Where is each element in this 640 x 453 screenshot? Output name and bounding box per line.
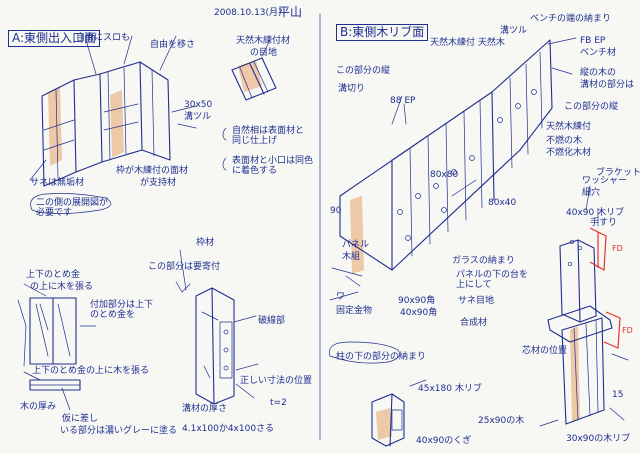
entrance-partition-sketch xyxy=(29,35,197,214)
note-a22: 破線部 xyxy=(258,316,286,326)
note-b14: 不燃化木材 xyxy=(546,148,592,158)
note-b37: 40x90のくぎ xyxy=(416,436,472,446)
note-b8: この部分の縦 xyxy=(564,102,619,112)
note-b35: 25x90の木 xyxy=(478,416,525,426)
note-a6: 溝ツル xyxy=(184,112,212,122)
post-base-sketch xyxy=(371,379,427,447)
note-a23: 正しい寸法の位置 xyxy=(240,376,313,386)
note-b30: ワッシャー xyxy=(582,176,628,186)
sketch-date: 2008.10.13(月) xyxy=(214,8,282,18)
note-b16: 80x80 xyxy=(430,170,459,180)
note-b29: 45x180 木リブ xyxy=(418,384,482,394)
note-b23: ワ xyxy=(336,292,346,302)
note-a5: 30x50 xyxy=(184,100,213,110)
note-b26: 40x90角 xyxy=(400,308,438,318)
sketch-author: 平山 xyxy=(278,5,303,19)
note-b11: 溝材の部分は xyxy=(580,80,635,90)
note-b15: ガラスの納まり xyxy=(452,256,515,266)
note-a4: の目地 xyxy=(250,48,278,58)
note-b3: 溝ツル xyxy=(500,26,528,36)
note-a17: 木の厚み xyxy=(20,402,57,412)
note-b18: 90 xyxy=(330,206,342,216)
note-b24: 固定金物 xyxy=(336,306,373,316)
note-b38: ブラケット xyxy=(596,168,640,178)
column-detail-sketch xyxy=(175,249,259,405)
note-b7: 縦の木の xyxy=(580,68,617,78)
note-a25: t=2 xyxy=(270,398,287,408)
note-b39: 手すり xyxy=(590,218,618,228)
note-b32: 40x90 木リブ xyxy=(566,208,625,218)
note-b1: この部分の縦 xyxy=(336,66,391,76)
panel-b-title: B:東側木リブ面 xyxy=(336,24,429,41)
note-a18: 仮に差し xyxy=(62,414,99,424)
note-b19: パネル xyxy=(342,240,370,250)
door-elevation-sketch xyxy=(17,283,97,411)
note-b31: 細穴 xyxy=(582,188,601,198)
note-a19: いる部分は濃いグレーに塗る xyxy=(60,426,178,436)
note-b40: FD xyxy=(612,244,623,253)
note-b20: 木組 xyxy=(342,252,361,262)
note-b4: 88 EP xyxy=(390,96,416,106)
rib-wall-sketch xyxy=(329,37,577,364)
note-b34: 30x90の木リブ xyxy=(566,434,631,444)
note-b33: 芯材の位置 xyxy=(522,346,568,356)
panel-a-title: A:東側出入口面 xyxy=(8,30,101,47)
note-a16: 上下のとめ金の上に木を張る xyxy=(32,366,150,376)
column-handrail-sketch xyxy=(539,185,629,427)
note-b2: 天然木練付 天然木 xyxy=(430,38,505,48)
note-b27: 柱の下の部分の納まり xyxy=(336,352,427,362)
note-a8: 表面材と小口は同色に着色する xyxy=(232,156,314,176)
note-b41: FD xyxy=(622,326,633,335)
note-b22: サネ目地 xyxy=(458,296,495,306)
note-b10: ベンチ材 xyxy=(580,48,617,58)
note-a3: 天然木練付材 xyxy=(236,36,291,46)
note-b5: ベンチの端の納まり xyxy=(530,14,612,24)
note-a26: 4.1x100か4x100さる xyxy=(182,424,275,434)
note-a9: サネは無垢材 xyxy=(30,178,85,188)
note-b28: 合成材 xyxy=(460,318,488,328)
note-a21: 枠材 xyxy=(196,238,215,248)
note-a12: 二の側の展開図が必要です xyxy=(36,198,109,218)
note-a7: 自然相は表面材と同じ仕上げ xyxy=(232,126,305,146)
note-b36: 15 xyxy=(612,390,624,400)
note-a20: この部分は要寄付 xyxy=(148,262,221,272)
note-a13: 上下のとめ金 xyxy=(26,270,81,280)
joint-detail-sketch xyxy=(222,39,277,171)
note-b12: 不燃の木 xyxy=(546,136,583,146)
note-b17: 80x40 xyxy=(488,198,517,208)
note-a15: 付加部分は上下のとめ金を xyxy=(90,300,154,320)
note-b13: 天然木練付 xyxy=(546,122,592,132)
note-a11: が支持材 xyxy=(140,178,177,188)
note-a24: 溝材の厚さ xyxy=(182,404,228,414)
note-a14: の上に木を張る xyxy=(30,282,94,292)
note-b9: FB EP xyxy=(580,36,606,46)
note-a2: 自由を移さ xyxy=(150,40,196,50)
note-a10: 枠が木練付の面材 xyxy=(116,166,189,176)
note-b25: 90x90角 xyxy=(398,296,436,306)
note-a1: 自由にスロも xyxy=(76,33,131,43)
note-b21: パネルの下の台を上にして xyxy=(456,270,529,290)
note-b6: 溝切り xyxy=(338,84,366,94)
